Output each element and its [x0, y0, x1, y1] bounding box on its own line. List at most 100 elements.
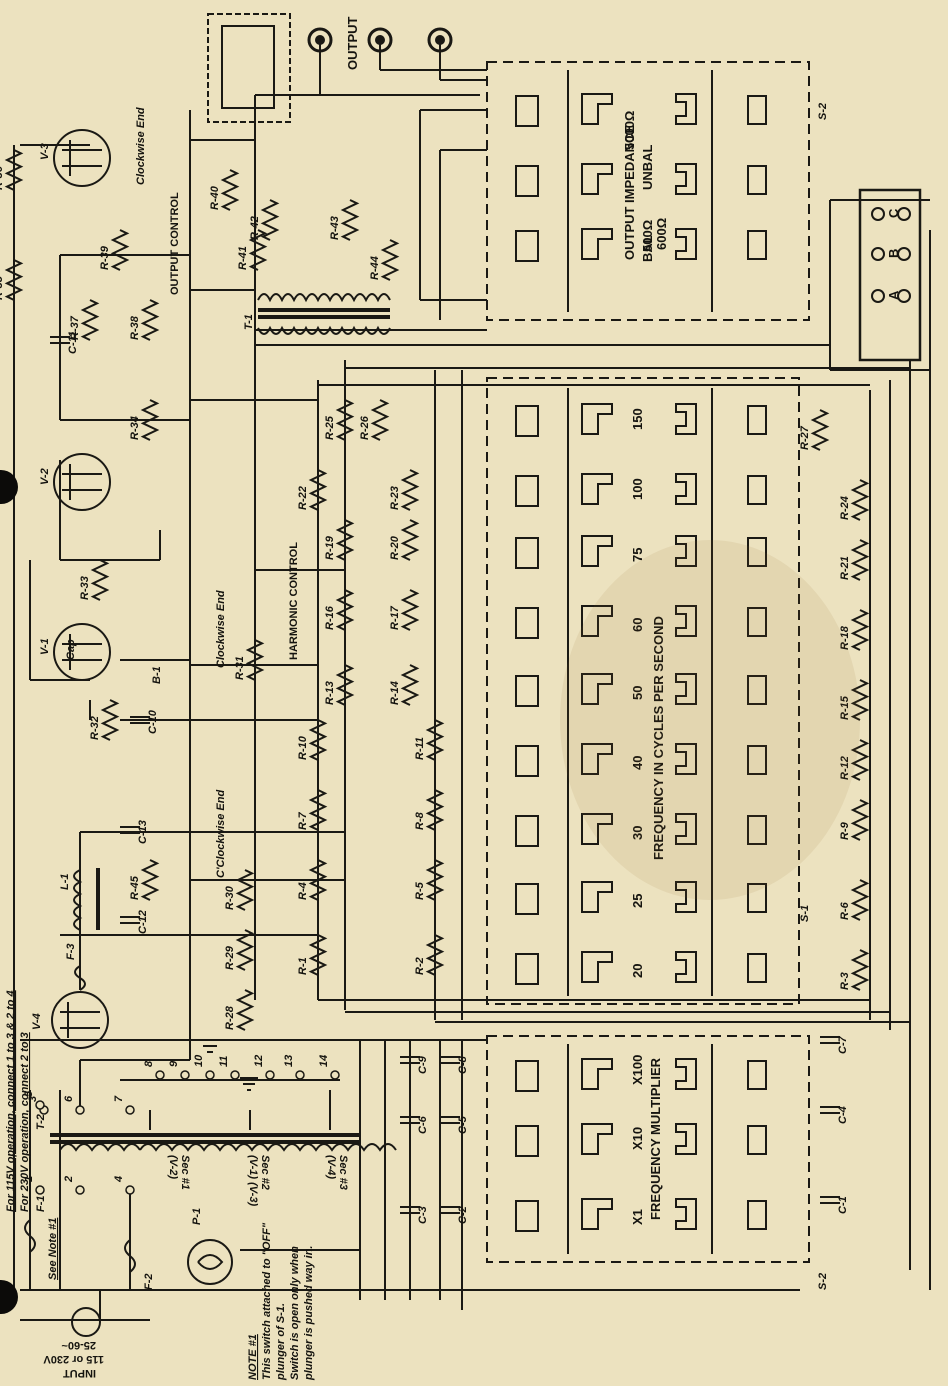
harmonic-control-label: HARMONIC CONTROL: [288, 542, 300, 660]
resistor-label: R-30: [224, 885, 236, 910]
tap-label: 6: [63, 1095, 75, 1102]
frequency-value: 100: [630, 478, 645, 500]
impedance-unbal: UNBAL: [640, 144, 655, 190]
v2-label: V-2: [39, 468, 51, 485]
resistor-r-12: [850, 739, 870, 781]
multiplier-title: FREQUENCY MULTIPLIER: [648, 1057, 663, 1220]
transformer-tap: [125, 1185, 135, 1195]
capacitor-label: C-1: [837, 1196, 849, 1214]
switch-contact-c: [675, 535, 697, 567]
resistor-r-18: [850, 609, 870, 651]
resistor-r-11: [425, 719, 445, 761]
p1-label: P-1: [191, 1208, 203, 1225]
frequency-value: 50: [630, 686, 645, 700]
switch-contact-b: [581, 535, 613, 567]
switch-contact-d: [747, 745, 767, 775]
resistor-label: R-29: [224, 945, 236, 970]
input-line3: 25-60~: [61, 1339, 96, 1351]
resistor-label: R-38: [129, 315, 141, 340]
resistor-label: R-21: [839, 556, 851, 580]
resistor-label: R-19: [324, 535, 336, 560]
paper-stain: [560, 540, 860, 900]
resistor-r-30: [235, 869, 255, 911]
resistor-r-19: [335, 519, 355, 561]
transformer-tap: [180, 1070, 190, 1080]
choke-l1: [73, 869, 83, 931]
pilot-lamp-p1: [187, 1239, 233, 1285]
capacitor-c-10: [130, 716, 150, 724]
output-control-label: OUTPUT CONTROL: [169, 192, 181, 295]
resistor-r-35: [4, 259, 24, 301]
resistor-label: R-2: [414, 957, 426, 975]
transformer-tap: [125, 1105, 135, 1115]
sec3-tube: (V-4): [325, 1155, 337, 1179]
capacitor-c-8: [440, 1056, 460, 1064]
capacitor-label: C-9: [417, 1055, 429, 1074]
resistor-r-2: [425, 934, 445, 976]
switch-contact-d: [747, 815, 767, 845]
switch-contact-a: [515, 607, 539, 639]
output-selector: [207, 13, 291, 123]
capacitor-c-5: [440, 1116, 460, 1124]
capacitor-label: C-8: [457, 1055, 469, 1074]
switch-contact-a: [515, 815, 539, 847]
transformer-t2: [59, 1143, 141, 1152]
resistor-r-21: [850, 539, 870, 581]
transformer-tap: [75, 1105, 85, 1115]
impedance-contact-b: [581, 93, 613, 125]
resistor-r-10: [308, 719, 328, 761]
s2-label-top: S-2: [817, 103, 829, 120]
resistor-label: R-33: [79, 576, 91, 600]
resistor-label: R-14: [389, 681, 401, 705]
impedance-600: 600Ω: [654, 218, 669, 250]
resistor-label: R-27: [799, 425, 811, 450]
output-impedance-title: OUTPUT IMPEDANCE: [622, 125, 637, 260]
resistor-r-14: [400, 664, 420, 706]
multiplier-contact-b: [581, 1123, 613, 1155]
resistor-label: R-18: [839, 625, 851, 650]
impedance-contact-a: [515, 95, 539, 127]
tube-v3: [53, 129, 111, 187]
output-label: OUTPUT: [345, 17, 360, 71]
resistor-label: R-17: [389, 605, 401, 630]
switch-contact-a: [515, 537, 539, 569]
transformer-tap: [265, 1070, 275, 1080]
multiplier-contact-d: [747, 1060, 767, 1090]
resistor-r-3: [850, 949, 870, 991]
resistor-r-33: [90, 559, 110, 601]
resistor-label: R-10: [297, 735, 309, 760]
resistor-label: R-12: [839, 756, 851, 780]
capacitor-label: C-7: [837, 1035, 849, 1054]
resistor-label: R-31: [234, 656, 246, 680]
tap-label: 3: [27, 1096, 39, 1102]
frequency-value: 150: [630, 408, 645, 430]
switch-contact-a: [515, 405, 539, 437]
tap-label: 9: [168, 1060, 180, 1067]
tap-label: 7: [113, 1095, 125, 1102]
impedance-contact-b: [581, 163, 613, 195]
switch-contact-a: [515, 675, 539, 707]
transformer-tap: [155, 1070, 165, 1080]
impedance-contact-d: [747, 165, 767, 195]
resistor-r-32: [100, 699, 120, 741]
resistor-r-25: [335, 399, 355, 441]
resistor-r-9: [850, 799, 870, 841]
input-line1: INPUT: [63, 1367, 96, 1379]
capacitor-c-12: [120, 916, 140, 924]
frequency-value: 25: [630, 894, 645, 908]
resistor-label: R-34: [129, 416, 141, 440]
resistor-r-6: [850, 879, 870, 921]
transformer-tap: [205, 1070, 215, 1080]
resistor-r-42: [260, 199, 280, 241]
resistor-label: R-42: [249, 216, 261, 240]
multiplier-contact-c: [675, 1058, 697, 1090]
resistor-r-1: [308, 934, 328, 976]
v3-label: V-3: [39, 143, 51, 160]
fuse-f1: [24, 1219, 36, 1253]
impedance-contact-a: [515, 230, 539, 262]
clockwise-end-label-1: Clockwise End: [135, 107, 147, 185]
resistor-label: R-13: [324, 681, 336, 705]
capacitor-label: C-6: [417, 1115, 429, 1134]
tap-label: 13: [283, 1055, 295, 1067]
capacitor-label: C-12: [137, 910, 149, 934]
